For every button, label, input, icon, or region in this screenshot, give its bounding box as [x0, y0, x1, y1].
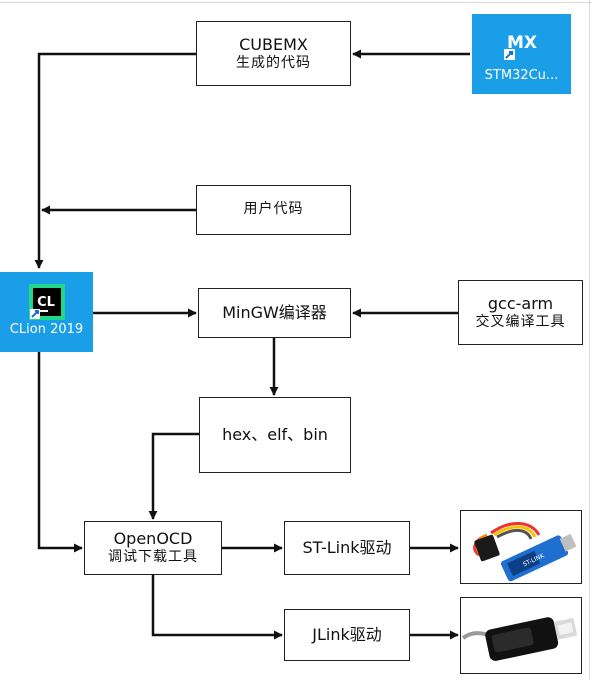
output-files-box: hex、elf、bin — [199, 397, 351, 473]
user-code-label: 用户代码 — [243, 201, 304, 218]
stlink-driver-label: ST-Link驱动 — [302, 538, 392, 557]
clion-caption: CLion 2019 — [9, 322, 84, 337]
arrow-output-to-openocd — [148, 432, 199, 520]
user-code-box: 用户代码 — [196, 185, 351, 235]
st-link-programmer-icon: ST-LINK — [461, 511, 581, 583]
clion-icon: CL — [28, 284, 65, 320]
stm32cubemx-caption: STM32Cu... — [484, 68, 559, 83]
openocd-title: OpenOCD — [113, 529, 193, 549]
cubemx-title: CUBEMX — [239, 34, 308, 54]
frame-top-line — [0, 2, 592, 3]
output-files-label: hex、elf、bin — [222, 425, 328, 444]
cl-logo-text: CL — [37, 295, 55, 310]
jlink-driver-label: JLink驱动 — [312, 625, 382, 644]
arrow-openocd-to-jlink — [151, 575, 283, 640]
openocd-subtitle: 调试下载工具 — [108, 549, 198, 566]
stm32cubemx-shortcut[interactable]: MX STM32Cu... — [472, 14, 571, 94]
jlink-driver-box: JLink驱动 — [284, 609, 410, 661]
gcc-arm-subtitle: 交叉编译工具 — [475, 313, 566, 330]
frame-right-line — [589, 0, 590, 680]
stm32cubemx-icon: MX — [503, 24, 540, 60]
mx-logo-text: MX — [506, 33, 536, 53]
cubemx-generated-code-box: CUBEMX 生成的代码 — [196, 21, 351, 86]
clion-shortcut[interactable]: CL CLion 2019 — [0, 272, 93, 352]
j-link-debugger-icon — [461, 598, 581, 673]
arrow-clion-to-openocd — [37, 352, 83, 553]
stlink-hardware-image: ST-LINK — [460, 510, 582, 584]
mingw-label: MinGW编译器 — [222, 303, 327, 322]
jlink-hardware-image — [460, 597, 582, 674]
gcc-arm-box: gcc-arm 交叉编译工具 — [458, 280, 583, 345]
arrow-cubemx-code-to-clion — [34, 52, 196, 269]
gcc-arm-title: gcc-arm — [487, 293, 554, 313]
mingw-compiler-box: MinGW编译器 — [198, 288, 351, 338]
stlink-driver-box: ST-Link驱动 — [284, 521, 410, 575]
openocd-box: OpenOCD 调试下载工具 — [84, 521, 222, 575]
cubemx-subtitle: 生成的代码 — [236, 54, 311, 71]
